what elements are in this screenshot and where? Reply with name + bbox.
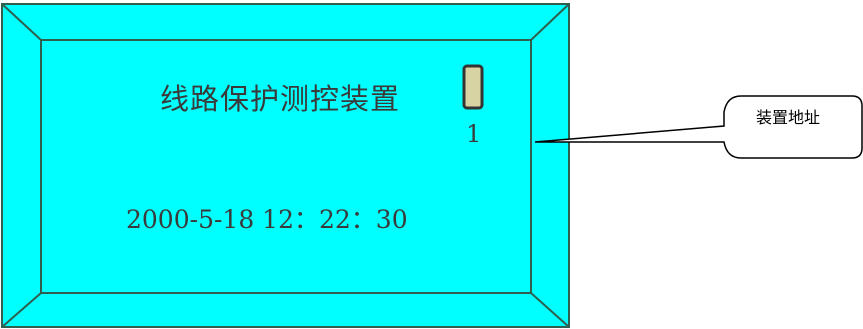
address-value: 1 — [466, 120, 482, 148]
datetime-display: 2000-5-18 12：22：30 — [126, 205, 408, 234]
bevel-line-top-left — [1, 3, 42, 41]
address-indicator — [462, 64, 484, 110]
callout-bubble — [534, 95, 863, 159]
device-title: 线路保护测控装置 — [160, 82, 401, 116]
bevel-line-bottom-right — [530, 292, 570, 328]
callout-label: 装置地址 — [755, 108, 820, 127]
bevel-line-top-right — [530, 3, 570, 41]
inner-screen — [40, 39, 532, 294]
bevel-line-bottom-left — [1, 292, 42, 328]
